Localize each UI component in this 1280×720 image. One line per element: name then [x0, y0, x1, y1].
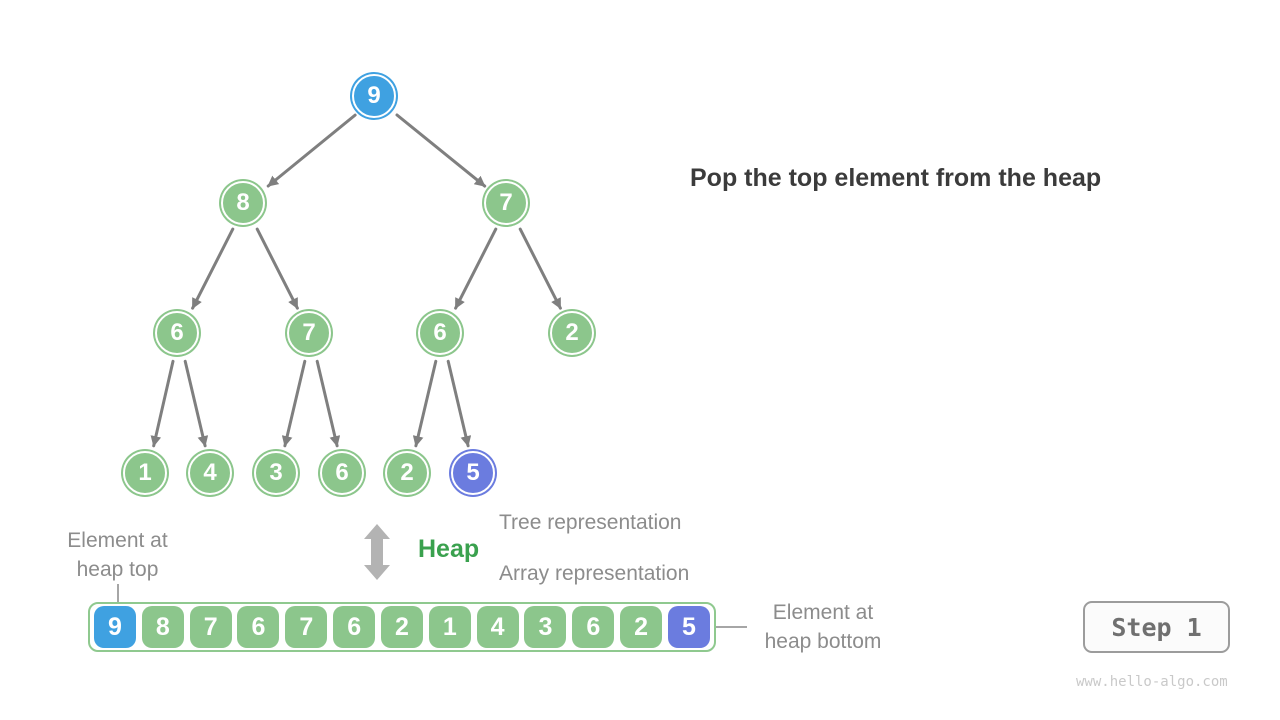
array-cell-heap-bottom: 5	[667, 606, 710, 648]
array-cell: 3	[524, 606, 567, 648]
tree-node-root: 9	[352, 74, 396, 118]
tree-node: 6	[418, 311, 462, 355]
heap-label: Heap	[418, 535, 480, 563]
tree-edge	[281, 359, 307, 448]
tree-node: 7	[287, 311, 331, 355]
array-cell: 6	[333, 606, 376, 648]
array-cell: 6	[572, 606, 615, 648]
tree-edge	[412, 359, 438, 448]
tree-edge	[518, 227, 562, 310]
tree-node: 2	[385, 451, 429, 495]
tree-edge	[395, 113, 487, 188]
array-cell: 2	[380, 606, 423, 648]
tree-node: 4	[188, 451, 232, 495]
tree-edge	[454, 227, 498, 310]
array-cell: 4	[476, 606, 519, 648]
tree-edges	[150, 113, 562, 448]
swap-arrow-icon	[364, 524, 390, 580]
watermark: www.hello-algo.com	[1076, 674, 1228, 690]
heap-bottom-connector-line	[714, 626, 747, 628]
array-cell: 6	[237, 606, 280, 648]
heap-array: 9 8 7 6 7 6 2 1 4 3 6 2 5	[88, 602, 716, 652]
label-line: heap bottom	[764, 630, 882, 653]
tree-node: 1	[123, 451, 167, 495]
tree-node: 8	[221, 181, 265, 225]
array-cell: 1	[428, 606, 471, 648]
tree-node: 6	[155, 311, 199, 355]
heap-top-connector-line	[117, 584, 119, 603]
tree-node: 7	[484, 181, 528, 225]
element-at-heap-top-label: Element at heap top	[40, 526, 195, 584]
array-cell: 7	[285, 606, 328, 648]
label-line: heap top	[76, 558, 159, 581]
element-at-heap-bottom-label: Element at heap bottom	[750, 598, 896, 656]
array-representation-label: Array representation	[499, 562, 690, 585]
label-line: Element at	[772, 601, 874, 624]
tree-edge	[446, 359, 472, 448]
tree-edge	[191, 227, 235, 310]
tree-edge	[183, 359, 209, 448]
diagram-title: Pop the top element from the heap	[690, 164, 1102, 192]
step-button[interactable]: Step 1	[1083, 601, 1230, 653]
array-cell-heap-top: 9	[94, 606, 136, 648]
tree-edge	[150, 359, 175, 448]
array-cell: 2	[620, 606, 663, 648]
tree-node: 3	[254, 451, 298, 495]
array-cell: 8	[141, 606, 184, 648]
tree-node: 6	[320, 451, 364, 495]
tree-node-heap-bottom: 5	[451, 451, 495, 495]
tree-edge	[315, 359, 341, 448]
array-cell: 7	[189, 606, 232, 648]
tree-edge	[255, 227, 299, 310]
label-line: Element at	[67, 529, 168, 552]
tree-node: 2	[550, 311, 594, 355]
tree-edge	[266, 113, 357, 188]
tree-representation-label: Tree representation	[499, 511, 682, 534]
